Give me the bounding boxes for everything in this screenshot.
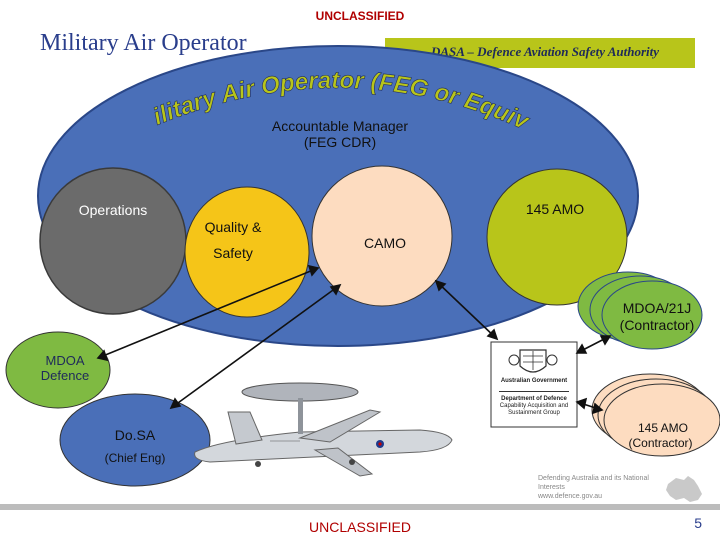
- quality-label-line2: Safety: [213, 245, 253, 261]
- government-logo-text: Australian Government Department of Defe…: [493, 378, 575, 417]
- footer-note-line1: Defending Australia and its National Int…: [538, 475, 649, 491]
- mdoa-contractor-oval-front: [601, 280, 703, 350]
- footer-note: Defending Australia and its National Int…: [538, 474, 668, 501]
- footer-note-line2: www.defence.gov.au: [538, 493, 603, 500]
- arrow-camo-government: [435, 280, 498, 340]
- australia-map-icon: [666, 476, 702, 502]
- mdoa-defence-label-line1: MDOA: [45, 353, 85, 368]
- camo-circle: [311, 165, 453, 307]
- mdoa-contractor-label-line2: (Contractor): [619, 317, 695, 333]
- gov-line-3: Capability Acquisition and: [499, 403, 569, 409]
- mdoa-defence-label-line2: Defence: [40, 368, 90, 383]
- amo-contractor-label-line2: (Contractor): [628, 436, 693, 450]
- camo-label: CAMO: [364, 235, 406, 251]
- footer-divider: [0, 504, 720, 510]
- page-number: 5: [694, 515, 702, 531]
- gov-line-4: Sustainment Group: [508, 410, 560, 416]
- amo-contractor-oval-front: [603, 383, 720, 457]
- arrow-camo-dosa: [170, 284, 341, 409]
- quality-label-line1: Quality &: [204, 219, 262, 235]
- classification-header: UNCLASSIFIED: [315, 9, 405, 23]
- dosa-label-line1: Do.SA: [114, 427, 156, 443]
- aircraft-icon: [194, 382, 453, 477]
- accountable-manager-label: Accountable Manager: [271, 118, 409, 134]
- mdoa-defence-oval: [5, 331, 111, 409]
- dosa-label-line2: (Chief Eng): [104, 451, 166, 465]
- relationship-arrows: [96, 264, 612, 415]
- classification-footer: UNCLASSIFIED: [309, 519, 411, 535]
- amo-145-circle: [486, 168, 628, 306]
- amo-contractor-label-line1: 145 AMO: [637, 421, 689, 435]
- dosa-oval: [59, 393, 211, 487]
- gov-line-1: Australian Government: [500, 378, 568, 384]
- amo-145-label: 145 AMO: [525, 201, 585, 217]
- coat-of-arms-icon: [508, 349, 558, 373]
- dasa-banner-text: DASA – Defence Aviation Safety Authority: [430, 44, 660, 59]
- accountable-manager-sub-label: (FEG CDR): [303, 134, 377, 150]
- operations-label: Operations: [78, 202, 148, 218]
- mdoa-contractor-label-line1: MDOA/21J: [622, 300, 692, 316]
- operations-circle: [39, 167, 187, 315]
- gov-line-2: Department of Defence: [501, 396, 567, 402]
- slide-title: Military Air Operator: [40, 30, 247, 56]
- arrow-camo-mdoa-defence: [97, 267, 319, 359]
